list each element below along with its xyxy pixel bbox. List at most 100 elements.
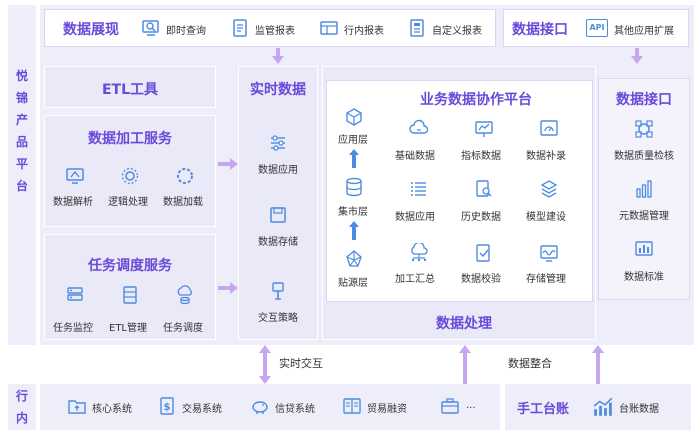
- more-systems-label: ...: [466, 400, 476, 411]
- strategy-icon: [268, 281, 288, 301]
- collaboration-platform-box: 业务数据协作平台 应用层 集市层 贴源层 基础数据 指标数据 数据补录 数据应用…: [326, 80, 593, 302]
- interaction-strategy-label: 交互策略: [239, 309, 317, 324]
- custom-report-icon: [407, 18, 427, 38]
- logic-gear-icon: [120, 166, 140, 186]
- cloud-network-icon: [409, 243, 429, 263]
- platform-title: 业务数据协作平台: [420, 89, 532, 109]
- layer-arrow: [352, 226, 356, 240]
- realtime-data-title: 实时数据: [239, 79, 317, 99]
- layer-arrow-head: [349, 221, 359, 227]
- arrow-head: [592, 345, 604, 353]
- gauge-screen-icon: [539, 119, 559, 139]
- process-summary-label: 加工汇总: [395, 270, 435, 285]
- data-verify-label: 数据校验: [461, 270, 501, 285]
- vertical-char: 锦: [14, 87, 30, 109]
- product-platform-label: 悦 锦 产 品 平 台: [14, 65, 30, 197]
- scheduling-service-title: 任务调度服务: [45, 255, 215, 275]
- folder-icon: [67, 396, 87, 416]
- processing-service-title: 数据加工服务: [45, 128, 215, 148]
- list-icon: [409, 179, 429, 199]
- vertical-char: 悦: [14, 65, 30, 87]
- vertical-char: 行: [14, 385, 30, 407]
- history-data-label: 历史数据: [461, 208, 501, 223]
- task-monitor-label: 任务监控: [53, 319, 93, 334]
- data-interface-top-title: 数据接口: [512, 19, 568, 39]
- arrow-head: [259, 345, 271, 353]
- data-integration-label: 数据整合: [508, 355, 552, 371]
- data-presentation-title: 数据展现: [63, 19, 119, 39]
- vertical-char: 内: [14, 407, 30, 429]
- svg-text:$: $: [164, 402, 171, 413]
- scheduling-service-box: 任务调度服务 任务监控 ETL管理 任务调度: [44, 234, 216, 340]
- layer-arrow-head: [349, 149, 359, 155]
- database-icon: [344, 177, 364, 197]
- arrow-realtime-interaction: [263, 352, 267, 378]
- data-interface-title: 数据接口: [599, 89, 689, 109]
- data-interface-column: 数据接口 数据质量检核 元数据管理 数据标准: [598, 78, 690, 300]
- indicator-data-label: 指标数据: [461, 147, 501, 162]
- trend-icon: [592, 396, 614, 418]
- quality-check-label: 数据质量检核: [599, 147, 689, 162]
- check-doc-icon: [474, 243, 494, 263]
- arrow-head: [631, 56, 643, 64]
- data-parse-label: 数据解析: [53, 193, 93, 208]
- search-doc-icon: [474, 179, 494, 199]
- table-report-icon: [319, 18, 339, 38]
- etl-tool-box: ETL工具: [44, 66, 216, 108]
- realtime-app-label: 数据应用: [239, 161, 317, 176]
- report-doc-icon: [230, 18, 250, 38]
- mart-layer-label: 集市层: [338, 203, 368, 218]
- metadata-manage-label: 元数据管理: [599, 207, 689, 222]
- piggy-icon: [250, 396, 270, 416]
- arrow-head: [230, 282, 238, 294]
- storage-manage-label: 存储管理: [526, 270, 566, 285]
- processing-service-box: 数据加工服务 数据解析 逻辑处理 数据加载: [44, 115, 216, 227]
- vertical-char: 台: [14, 175, 30, 197]
- manual-ledger-title: 手工台账: [517, 398, 569, 417]
- manual-ledger-bar: 手工台账 台账数据: [505, 384, 691, 430]
- model-build-label: 模型建设: [526, 208, 566, 223]
- realtime-interaction-label: 实时交互: [279, 355, 323, 371]
- logic-process-label: 逻辑处理: [108, 193, 148, 208]
- model-icon: [539, 179, 559, 199]
- realtime-storage-label: 数据存储: [239, 233, 317, 248]
- data-presentation-bar: 数据展现 即时查询 监管报表 行内报表 自定义报表: [44, 9, 496, 47]
- task-schedule-label: 任务调度: [163, 319, 203, 334]
- data-standard-label: 数据标准: [599, 268, 689, 283]
- source-layer-label: 贴源层: [338, 274, 368, 289]
- data-application-label: 数据应用: [395, 208, 435, 223]
- core-system-label: 核心系统: [92, 400, 132, 415]
- instant-query-label: 即时查询: [166, 22, 206, 37]
- cloud-db-icon: [175, 285, 195, 305]
- data-interface-top-bar: 数据接口 API 其他应用扩展: [503, 9, 689, 47]
- cube-icon: [344, 107, 364, 127]
- layer-arrow: [352, 154, 356, 168]
- sliders-icon: [268, 133, 288, 153]
- server-monitor-icon: [65, 285, 85, 305]
- etl-manage-label: ETL管理: [109, 319, 147, 334]
- data-processing-title: 数据处理: [436, 313, 492, 333]
- custom-report-label: 自定义报表: [432, 22, 482, 37]
- regulatory-report-label: 监管报表: [255, 22, 295, 37]
- bar-chart-icon: [634, 179, 654, 199]
- credit-system-label: 信贷系统: [275, 400, 315, 415]
- data-load-label: 数据加载: [163, 193, 203, 208]
- etl-tool-title: ETL工具: [45, 79, 215, 99]
- trade-finance-label: 贸易融资: [367, 400, 407, 415]
- internal-report-label: 行内报表: [344, 22, 384, 37]
- standard-icon: [634, 239, 654, 259]
- network-icon: [344, 249, 364, 269]
- realtime-data-column: 实时数据 数据应用 数据存储 交互策略: [238, 66, 318, 340]
- internal-systems-bar: 核心系统 $ 交易系统 信贷系统 贸易融资 ...: [40, 384, 500, 430]
- ledger-data-label: 台账数据: [619, 400, 659, 415]
- money-doc-icon: $: [157, 396, 177, 416]
- internal-label: 行 内: [14, 385, 30, 429]
- arrow-head: [230, 158, 238, 170]
- server-stack-icon: [120, 285, 140, 305]
- loading-icon: [175, 166, 195, 186]
- other-app-extension-label: 其他应用扩展: [614, 22, 674, 37]
- api-icon: API: [586, 19, 608, 37]
- basic-data-label: 基础数据: [395, 147, 435, 162]
- wave-screen-icon: [539, 243, 559, 263]
- app-layer-label: 应用层: [338, 131, 368, 146]
